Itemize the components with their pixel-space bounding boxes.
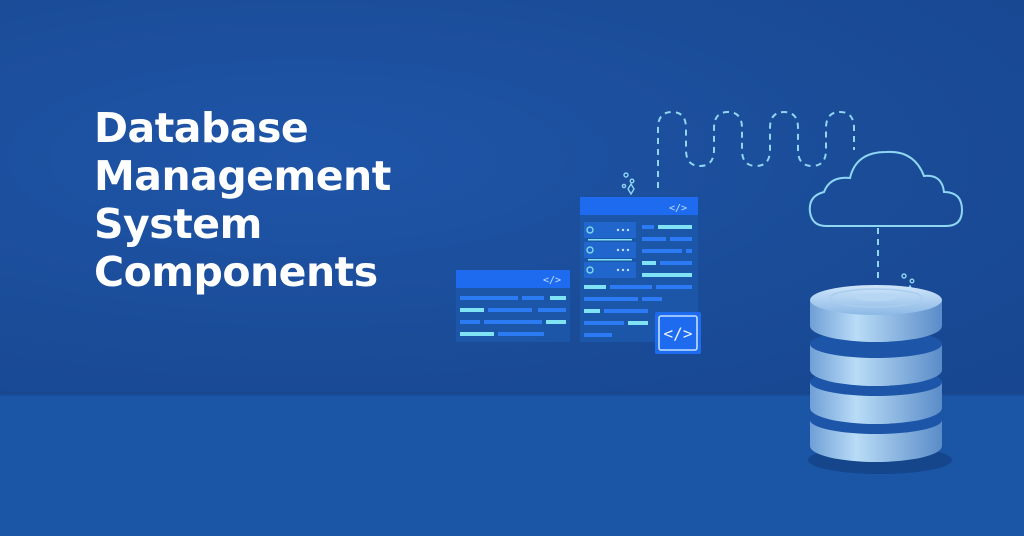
dashed-connector-wave <box>657 110 855 188</box>
code-tag-icon: </> <box>655 312 701 354</box>
headline-line-1: Database <box>94 104 309 152</box>
headline-line-3: System <box>94 200 262 248</box>
server-rack-icon <box>584 222 636 278</box>
svg-text:</>: </> <box>669 203 687 214</box>
headline: Database Management System Components <box>94 104 391 296</box>
svg-text:</>: </> <box>543 275 561 286</box>
database-disc-1 <box>810 285 942 342</box>
cloud-icon <box>808 150 964 227</box>
floor-edge <box>0 392 1024 398</box>
code-panel-center: </> <box>580 197 698 342</box>
headline-line-2: Management <box>94 152 391 200</box>
database-icon <box>808 285 952 474</box>
code-panel-left: </> <box>456 270 570 342</box>
code-tag-glyph: </> <box>664 324 693 343</box>
headline-line-4: Components <box>94 248 378 296</box>
